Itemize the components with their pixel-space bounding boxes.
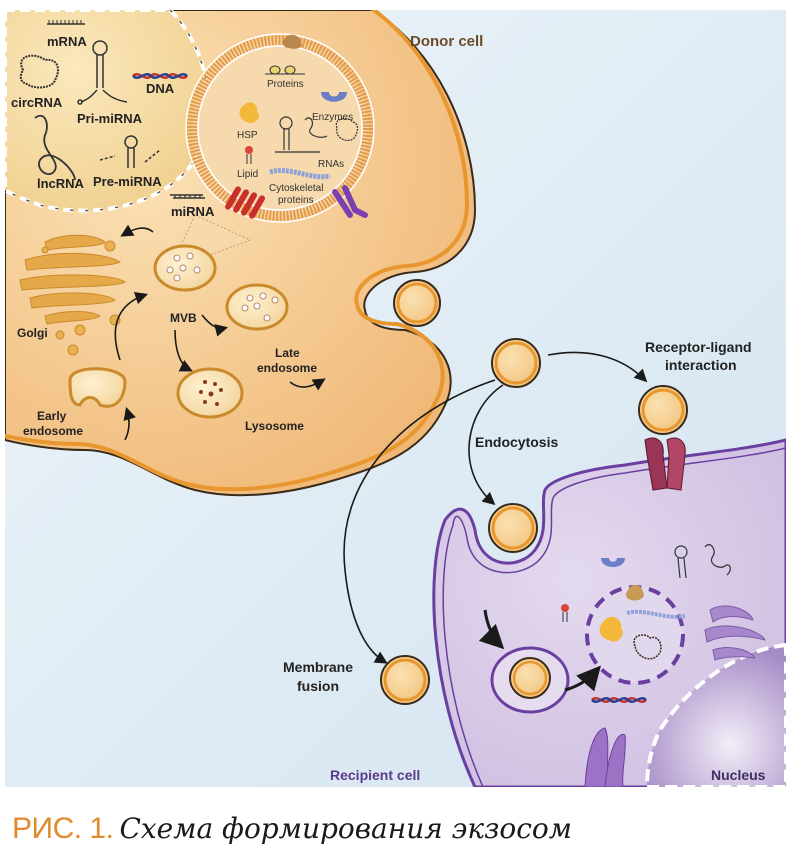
dna-icon: [132, 73, 188, 79]
label-rnas: RNAs: [318, 159, 344, 170]
label-early-endosome-2: endosome: [23, 424, 83, 438]
mirna-icon: [170, 194, 205, 199]
label-enzymes: Enzymes: [312, 112, 353, 123]
endosome-with-exosome: [490, 646, 570, 714]
late-endosome-icon: [225, 283, 289, 331]
label-nucleus: Nucleus: [711, 767, 766, 783]
cytoskeletal-released-icon: [626, 609, 686, 619]
hsp-released-icon: [599, 616, 623, 642]
label-mvb: MVB: [170, 311, 197, 325]
recipient-membrane: [442, 447, 786, 787]
exosome-endocytosis: [488, 503, 538, 553]
caption-text: Схема формирования экзосом: [119, 812, 572, 845]
figure-caption: РИС. 1.Схема формирования экзосом: [12, 812, 572, 846]
label-circrna: circRNA: [11, 95, 63, 110]
label-dna: DNA: [146, 81, 175, 96]
label-receptor-ligand-2: interaction: [665, 357, 737, 373]
early-endosome-icon: [68, 367, 127, 408]
protein-blob-icon: [282, 34, 302, 49]
label-late-endosome-1: Late: [275, 346, 300, 360]
label-pre-mirna: Pre-miRNA: [93, 174, 162, 189]
caption-prefix: РИС. 1.: [12, 812, 114, 845]
cytoskeletal-icon: [269, 168, 331, 180]
receptor-icon: [644, 437, 686, 491]
circrna-released-icon: [633, 634, 662, 660]
label-hsp: HSP: [237, 130, 258, 141]
proteins-icon: [265, 65, 305, 75]
recipient-er-icon: [584, 727, 626, 787]
circrna-icon: [19, 54, 59, 89]
enzyme-released-icon: [601, 558, 625, 567]
tetraspanin-icon: [225, 186, 265, 219]
exosome-free: [491, 338, 541, 388]
label-membrane-fusion-1: Membrane: [283, 659, 353, 675]
label-recipient-cell: Recipient cell: [330, 767, 420, 783]
lncrna-icon: [34, 114, 76, 181]
label-golgi: Golgi: [17, 326, 48, 340]
mvb-icon: [153, 244, 217, 292]
donor-pathway-arrows: [114, 224, 326, 441]
exosome-diagram: mRNA circRNA Pri-miRNA DNA lncRNA Pre-mi…: [5, 10, 786, 787]
label-mrna: mRNA: [47, 34, 87, 49]
pre-mirna-icon: [99, 135, 161, 168]
label-mirna: miRNA: [171, 204, 215, 219]
label-pri-mirna: Pri-miRNA: [77, 111, 143, 126]
label-lncrna: lncRNA: [37, 176, 85, 191]
label-lysosome: Lysosome: [245, 419, 304, 433]
integrin-icon: [332, 185, 368, 218]
label-cytoskeletal-2: proteins: [278, 195, 314, 206]
pri-mirna-icon: [77, 40, 128, 105]
hsp-icon: [239, 102, 260, 123]
donor-nucleus: [5, 10, 211, 213]
rnas-icon: [275, 116, 359, 153]
lncrna-released-icon: [704, 544, 731, 576]
lipid-icon: [245, 146, 253, 164]
intracellular-arrows: [478, 609, 601, 692]
uptake-arrows: [343, 351, 648, 664]
enzymes-icon: [321, 92, 347, 102]
label-late-endosome-2: endosome: [257, 361, 317, 375]
mrna-icon: [47, 20, 85, 25]
pre-mirna-released-icon: [674, 545, 688, 579]
label-lipid: Lipid: [237, 169, 258, 180]
label-endocytosis: Endocytosis: [475, 434, 558, 450]
label-proteins: Proteins: [267, 79, 304, 90]
label-donor-cell: Donor cell: [410, 33, 483, 50]
label-receptor-ligand-1: Receptor-ligand: [645, 339, 752, 355]
label-cytoskeletal-1: Cytoskeletal: [269, 183, 323, 194]
exosome-fusion: [380, 655, 430, 705]
golgi-icon: [19, 234, 126, 356]
exosome-budding: [393, 279, 441, 327]
lysosome-icon: [176, 367, 244, 419]
protein-released-icon: [626, 584, 644, 601]
label-membrane-fusion-2: fusion: [297, 678, 339, 694]
donor-membrane: [5, 10, 470, 492]
dna-released-icon: [591, 697, 647, 703]
exosome-receptor-bound: [638, 385, 688, 435]
lipid-released-icon: [561, 604, 569, 622]
label-early-endosome-1: Early: [37, 409, 67, 423]
recipient-golgi-icon: [704, 605, 766, 661]
